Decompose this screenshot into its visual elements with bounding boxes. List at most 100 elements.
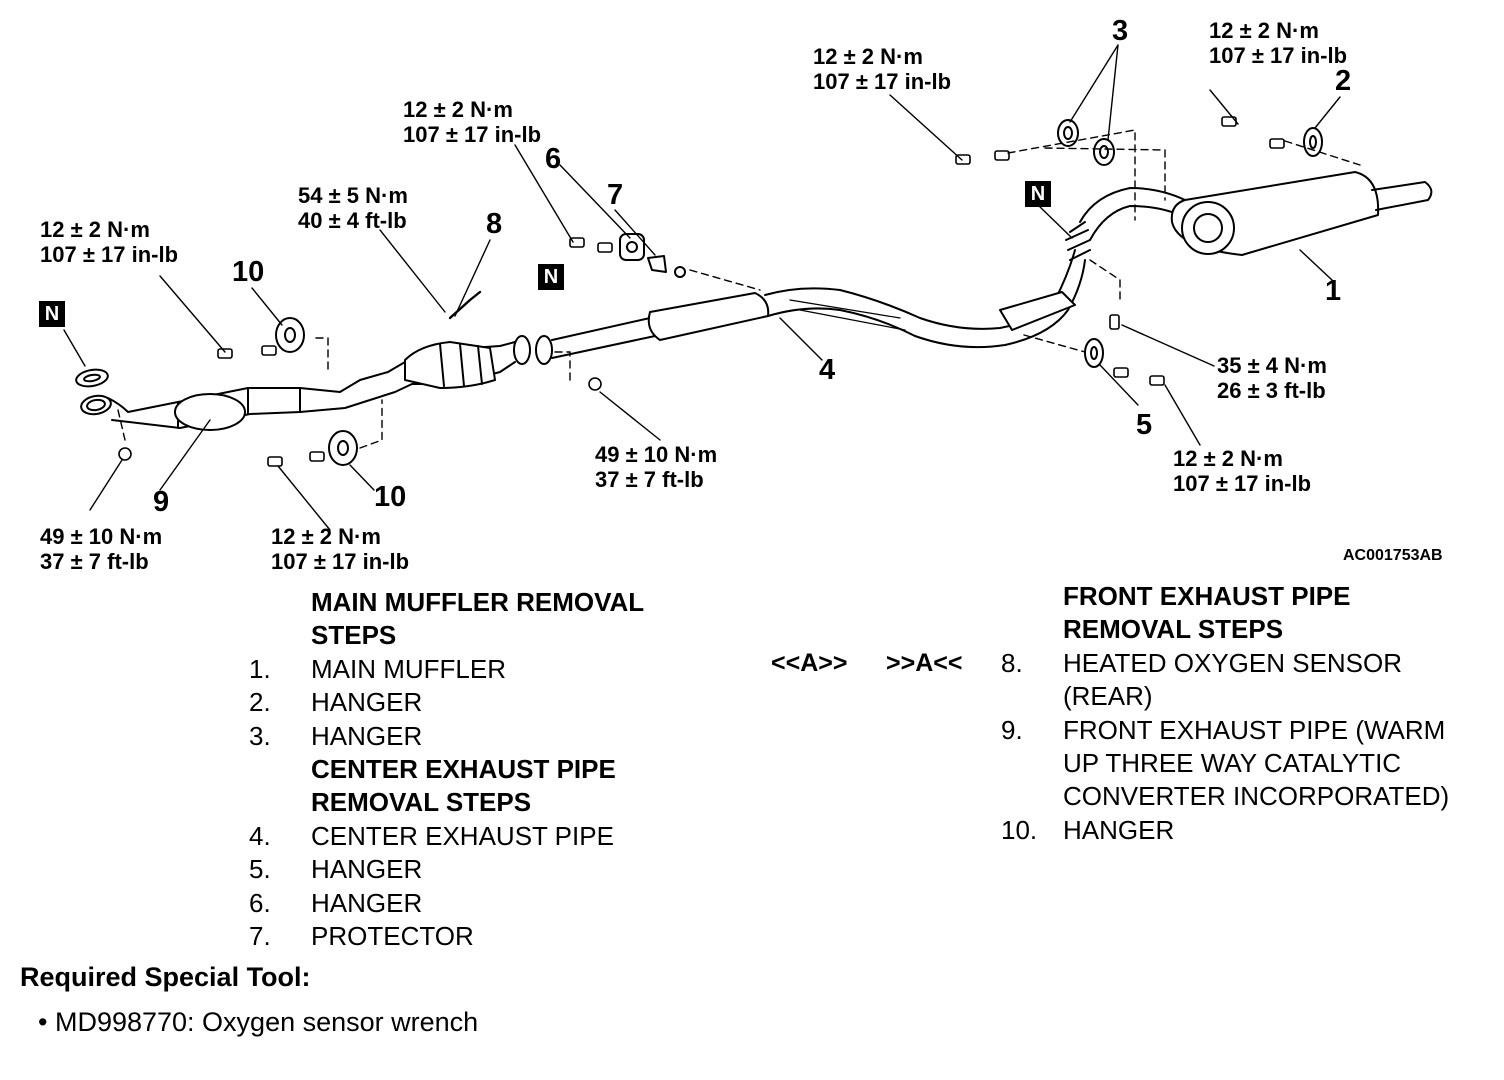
- center-exhaust-pipe: [551, 317, 656, 359]
- step-item: 1. MAIN MUFFLER: [249, 653, 729, 686]
- step-number: 8.: [1001, 647, 1023, 678]
- torque-value-nm: 12 ± 2 N·m: [1209, 18, 1319, 43]
- section-heading: REMOVAL STEPS: [311, 787, 532, 818]
- callout-10-upper: 10: [232, 256, 265, 288]
- procedure-code-installation: >>A<<: [886, 649, 963, 677]
- hanger-5: [1084, 338, 1104, 368]
- step-label-line: CONVERTER INCORPORATED): [1063, 781, 1450, 812]
- main-muffler-steps: MAIN MUFFLER REMOVAL STEPS 1. MAIN MUFFLE…: [249, 586, 729, 953]
- section-heading: CENTER EXHAUST PIPE: [311, 754, 616, 785]
- step-label: HANGER: [311, 887, 423, 918]
- torque-value-imperial: 37 ± 7 ft-lb: [40, 549, 149, 574]
- hanger-3b: [1093, 138, 1115, 166]
- step-item: 5.HANGER: [249, 853, 729, 886]
- torque-value-nm: 49 ± 10 N·m: [40, 524, 163, 549]
- front-pipe-steps: FRONT EXHAUST PIPE REMOVAL STEPS 8. HEATE…: [1001, 580, 1491, 847]
- special-tool-item: • MD998770: Oxygen sensor wrench: [20, 1007, 478, 1038]
- step-number: 5.: [249, 854, 271, 885]
- torque-value-imperial: 107 ± 17 in-lb: [1173, 471, 1312, 496]
- step-item: 4. CENTER EXHAUST PIPE: [249, 820, 729, 853]
- step-number: 1.: [249, 653, 271, 684]
- section-heading: STEPS: [311, 620, 397, 651]
- section-heading: REMOVAL STEPS: [1063, 614, 1284, 645]
- protector-7: [647, 255, 686, 278]
- step-number: 6.: [249, 887, 271, 918]
- step-item: 3.HANGER: [249, 720, 729, 753]
- torque-value-imperial: 107 ± 17 in-lb: [403, 122, 542, 147]
- callout-7: 7: [607, 179, 624, 211]
- step-label-line: UP THREE WAY CATALYTIC: [1063, 748, 1402, 779]
- hanger-10-lower: [328, 430, 358, 466]
- step-number: 4.: [249, 820, 271, 851]
- step-number: 10.: [1001, 814, 1038, 845]
- figure-code: AC001753AB: [1343, 547, 1443, 564]
- step-label: MAIN MUFFLER: [311, 653, 506, 684]
- torque-value-imperial: 107 ± 17 in-lb: [1209, 43, 1348, 68]
- hanger-6: [619, 233, 645, 261]
- special-tools-section: Required Special Tool: • MD998770: Oxyge…: [20, 962, 478, 1038]
- torque-value-imperial: 107 ± 17 in-lb: [40, 242, 179, 267]
- special-tools-title: Required Special Tool:: [20, 962, 311, 992]
- step-item: 2. HANGER: [249, 686, 729, 719]
- bullet: •: [38, 1007, 48, 1037]
- torque-value-nm: 12 ± 2 N·m: [403, 97, 513, 122]
- step-label: HANGER: [311, 687, 423, 718]
- callout-6: 6: [545, 143, 562, 175]
- torque-value-nm: 12 ± 2 N·m: [1173, 446, 1283, 471]
- hanger-3a: [1057, 119, 1079, 147]
- torque-value-imperial: 40 ± 4 ft-lb: [298, 208, 407, 233]
- callout-5: 5: [1136, 409, 1153, 441]
- procedure-code-removal: <<A>>: [771, 649, 848, 677]
- non-reusable-marker: N: [538, 264, 564, 290]
- step-label: HANGER: [311, 720, 423, 751]
- torque-value-nm: 12 ± 2 N·m: [271, 524, 381, 549]
- step-label: HEATED OXYGEN SENSOR(REAR): [1063, 647, 1491, 714]
- torque-value-nm: 49 ± 10 N·m: [595, 442, 718, 467]
- step-item: 6. HANGER: [249, 887, 729, 920]
- step-number: 9.: [1001, 714, 1023, 745]
- callout-3: 3: [1112, 15, 1129, 47]
- torque-value-imperial: 107 ± 17 in-lb: [271, 549, 410, 574]
- exhaust-drawing: [63, 44, 1433, 531]
- torque-value-nm: 35 ± 4 N·m: [1217, 353, 1327, 378]
- callout-2: 2: [1335, 65, 1352, 97]
- callout-8: 8: [486, 208, 503, 240]
- torque-value-imperial: 26 ± 3 ft-lb: [1217, 378, 1326, 403]
- step-label-line: (REAR): [1063, 681, 1153, 712]
- section-heading: MAIN MUFFLER REMOVAL: [311, 587, 645, 617]
- step-item: 10. HANGER: [1001, 814, 1491, 847]
- step-label: CENTER EXHAUST PIPE: [311, 820, 614, 851]
- torque-value-nm: 54 ± 5 N·m: [298, 183, 408, 208]
- center-resonator: [647, 292, 770, 341]
- callout-9: 9: [153, 486, 170, 518]
- step-label: PROTECTOR: [311, 921, 474, 952]
- torque-value-imperial: 107 ± 17 in-lb: [813, 69, 952, 94]
- section-heading: FRONT EXHAUST PIPE: [1063, 581, 1351, 611]
- step-label-line: FRONT EXHAUST PIPE (WARM: [1063, 714, 1446, 745]
- torque-value-nm: 12 ± 2 N·m: [40, 217, 150, 242]
- front-pipe-flange: [80, 394, 112, 416]
- step-number: 7.: [249, 921, 271, 952]
- gasket: [75, 368, 109, 388]
- step-number: 2.: [249, 687, 271, 718]
- callout-4: 4: [819, 354, 836, 386]
- step-label: HANGER: [1063, 814, 1175, 845]
- torque-value-nm: 12 ± 2 N·m: [813, 44, 923, 69]
- special-tool-name: MD998770: Oxygen sensor wrench: [54, 1007, 479, 1037]
- step-item: 7. PROTECTOR: [249, 920, 729, 953]
- catalytic-converter: [404, 341, 496, 389]
- front-resonator: [174, 393, 246, 431]
- non-reusable-marker: N: [1025, 181, 1051, 207]
